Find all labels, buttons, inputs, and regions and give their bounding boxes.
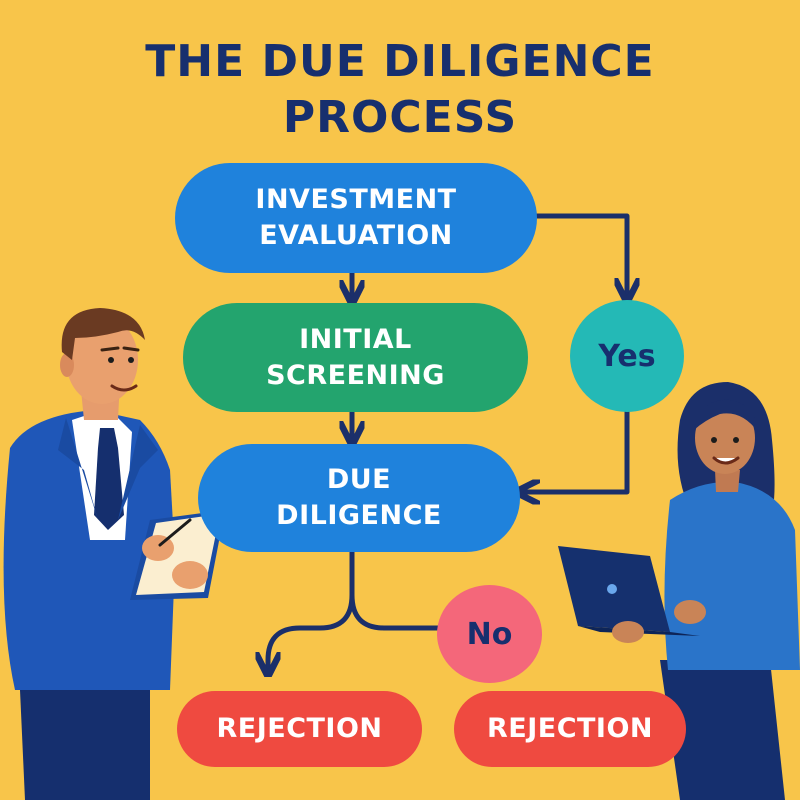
arrow-evaluation-to-yes [534, 213, 627, 298]
decision-no: No [437, 585, 542, 683]
connector-diligence-to-no [349, 592, 443, 631]
page-title-line-2: PROCESS [282, 92, 518, 143]
node-rejection-left-label: REJECTION [216, 713, 383, 744]
node-due-diligence-line-2: DILIGENCE [276, 500, 442, 531]
decision-no-label: No [466, 616, 513, 652]
node-rejection-left: REJECTION [177, 691, 422, 767]
businessman-face [66, 316, 138, 404]
connector-diligence-split [268, 549, 355, 672]
node-rejection-right-label: REJECTION [486, 713, 654, 744]
node-investment-evaluation-line-2: EVALUATION [259, 220, 453, 251]
node-due-diligence: DUE DILIGENCE [198, 444, 520, 552]
page-title-line-1: THE DUE DILIGENCE [145, 36, 655, 87]
node-investment-evaluation: INVESTMENT EVALUATION [175, 163, 537, 273]
businessman-figure [3, 308, 225, 800]
node-initial-screening-line-2: SCREENING [266, 359, 445, 391]
node-due-diligence-line-1: DUE [326, 464, 392, 495]
arrow-yes-to-diligence [520, 407, 630, 492]
decision-yes: Yes [570, 300, 684, 412]
decision-yes-label: Yes [598, 338, 656, 374]
node-investment-evaluation-line-1: INVESTMENT [255, 184, 457, 215]
node-initial-screening-line-1: INITIAL [299, 323, 412, 355]
woman-face [695, 402, 755, 474]
node-initial-screening: INITIAL SCREENING [183, 303, 528, 412]
node-rejection-right: REJECTION [454, 691, 686, 767]
woman-figure [558, 382, 800, 800]
connectors [268, 213, 630, 672]
